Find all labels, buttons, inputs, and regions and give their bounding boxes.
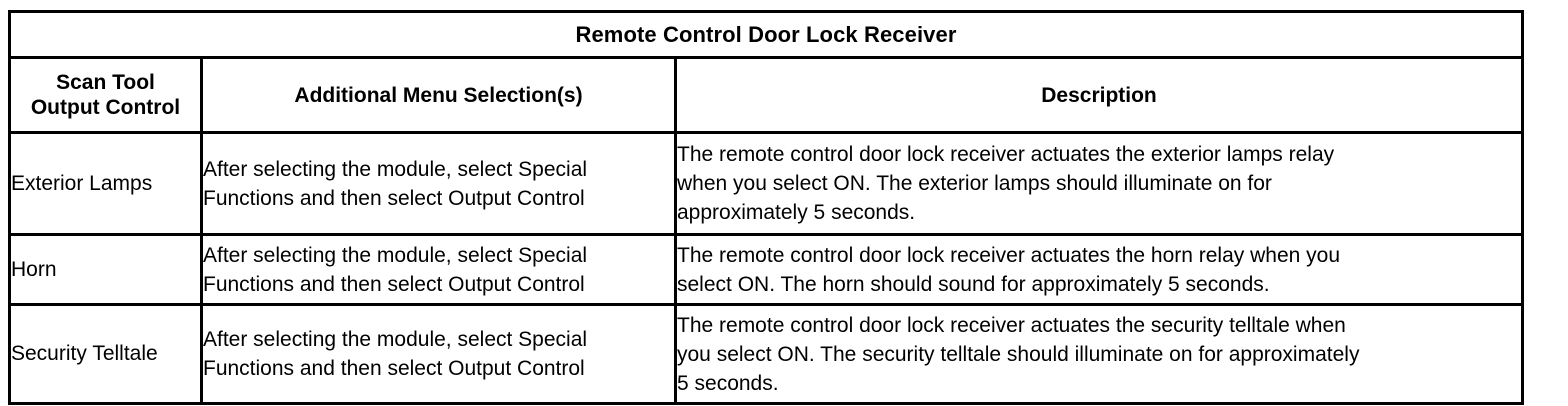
table-header-row: Scan Tool Output Control Additional Menu… [8, 56, 1524, 134]
menu-line: After selecting the module, select Speci… [203, 328, 588, 351]
table-title-row: Remote Control Door Lock Receiver [8, 10, 1524, 59]
column-header-description: Description [674, 56, 1524, 134]
cell-additional-menu-selections: After selecting the module, select Speci… [200, 233, 677, 306]
cell-scan-tool-output-control: Horn [8, 233, 203, 306]
spec-table-container: Remote Control Door Lock Receiver Scan T… [8, 10, 1524, 405]
column-header-line-1: Description [1041, 83, 1157, 107]
column-header-additional-menu-selections: Additional Menu Selection(s) [200, 56, 677, 134]
cell-additional-menu-selections: After selecting the module, select Speci… [200, 131, 677, 236]
description-line: The remote control door lock receiver ac… [677, 243, 1341, 267]
column-header-line-1: Additional Menu Selection(s) [294, 83, 583, 107]
table-row: Security Telltale After selecting the mo… [8, 303, 1524, 405]
description-line: approximately 5 seconds. [677, 201, 916, 224]
remote-control-door-lock-receiver-table: Remote Control Door Lock Receiver Scan T… [8, 10, 1524, 405]
description-line: The remote control door lock receiver ac… [677, 143, 1335, 166]
cell-description: The remote control door lock receiver ac… [674, 233, 1524, 306]
menu-line: After selecting the module, select Speci… [203, 243, 588, 267]
cell-description: The remote control door lock receiver ac… [674, 303, 1524, 405]
description-line: when you select ON. The exterior lamps s… [677, 172, 1272, 195]
description-line: 5 seconds. [677, 371, 779, 395]
menu-line: Functions and then select Output Control [203, 186, 585, 210]
cell-description: The remote control door lock receiver ac… [674, 131, 1524, 236]
description-line: select ON. The horn should sound for app… [677, 272, 1270, 296]
menu-line: Functions and then select Output Control [203, 272, 585, 296]
table-row: Horn After selecting the module, select … [8, 233, 1524, 306]
cell-scan-tool-output-control: Security Telltale [8, 303, 203, 405]
table-row: Exterior Lamps After selecting the modul… [8, 131, 1524, 236]
description-line: you select ON. The security telltale sho… [677, 342, 1360, 366]
cell-scan-tool-output-control: Exterior Lamps [8, 131, 203, 236]
cell-additional-menu-selections: After selecting the module, select Speci… [200, 303, 677, 405]
column-header-line-1: Scan Tool [56, 71, 155, 94]
menu-line: Functions and then select Output Control [203, 357, 585, 380]
column-header-line-2: Output Control [30, 96, 181, 119]
table-title: Remote Control Door Lock Receiver [8, 10, 1524, 59]
column-header-scan-tool-output-control: Scan Tool Output Control [8, 56, 203, 134]
description-line: The remote control door lock receiver ac… [677, 313, 1346, 337]
menu-line: After selecting the module, select Speci… [203, 157, 588, 181]
